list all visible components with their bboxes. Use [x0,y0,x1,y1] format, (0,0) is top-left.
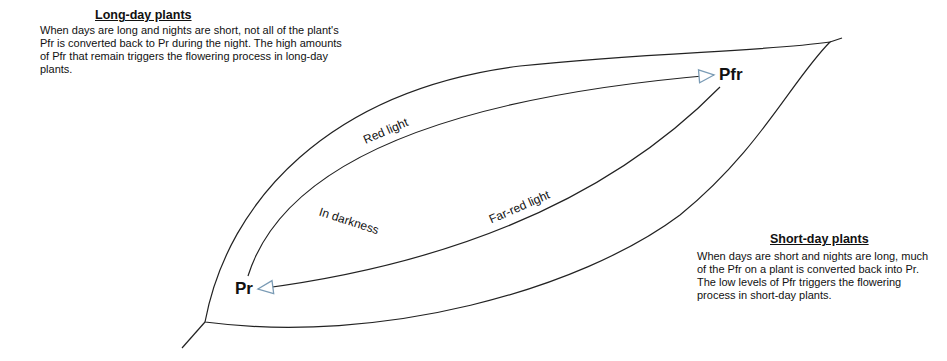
leaf-tip [830,38,842,42]
section-heading: Long-day plants [95,8,192,23]
leaf-stem [182,322,205,348]
pigment-name: Pr [235,279,253,299]
section-heading: Short-day plants [770,232,869,247]
description-text: When days are long and nights are short,… [40,24,345,76]
conversion-arrow [248,75,714,276]
description-text: When days are short and nights are long,… [697,250,939,302]
conversion-arrow [258,87,720,289]
pigment-label: Pfr [716,64,746,86]
pigment-name: Pfr [719,65,743,85]
pigment-label: Pr [232,278,256,300]
